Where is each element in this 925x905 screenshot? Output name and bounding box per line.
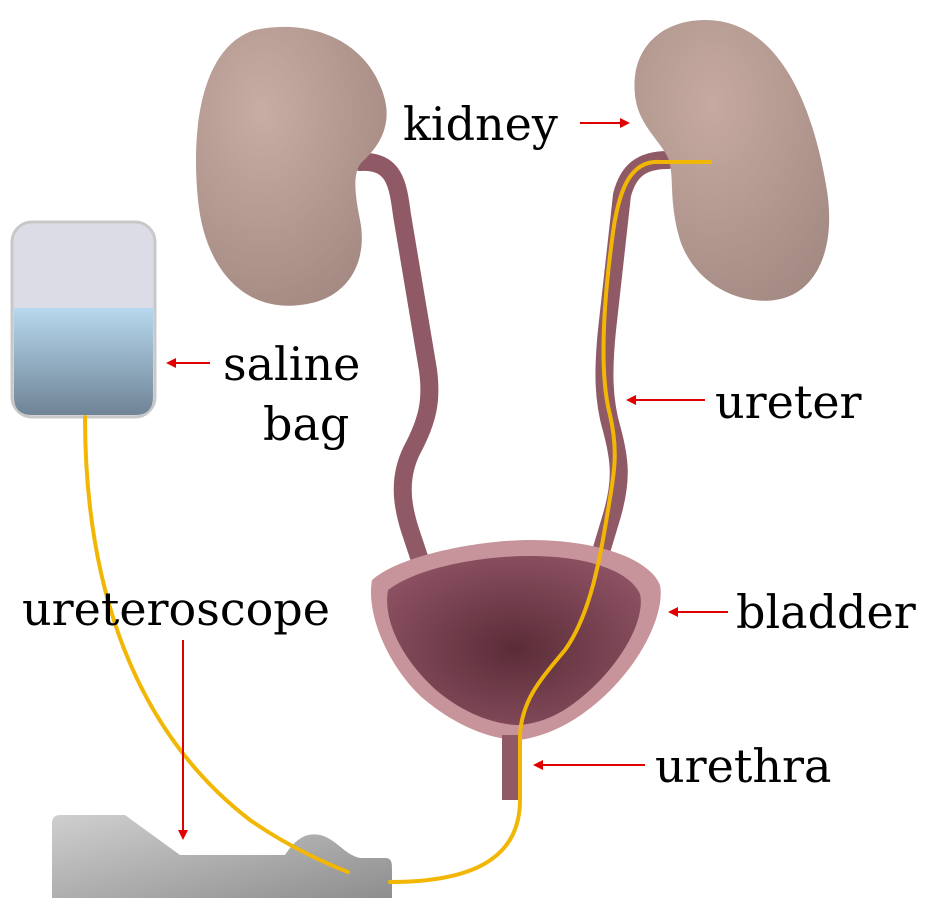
ureteroscope-label: ureteroscope bbox=[22, 582, 330, 636]
urethra-label: urethra bbox=[655, 739, 831, 793]
saline-label-line1: saline bbox=[223, 337, 360, 391]
saline-label-line2: bag bbox=[263, 397, 349, 451]
bladder bbox=[371, 540, 661, 740]
ureter-label: ureter bbox=[715, 375, 862, 429]
bladder-label: bladder bbox=[736, 585, 916, 639]
saline-cable bbox=[85, 417, 348, 872]
saline-bag bbox=[12, 222, 155, 417]
left-ureter bbox=[360, 162, 429, 560]
left-kidney bbox=[196, 27, 387, 306]
kidney-label: kidney bbox=[403, 97, 558, 151]
ureteroscope-device bbox=[52, 815, 392, 898]
